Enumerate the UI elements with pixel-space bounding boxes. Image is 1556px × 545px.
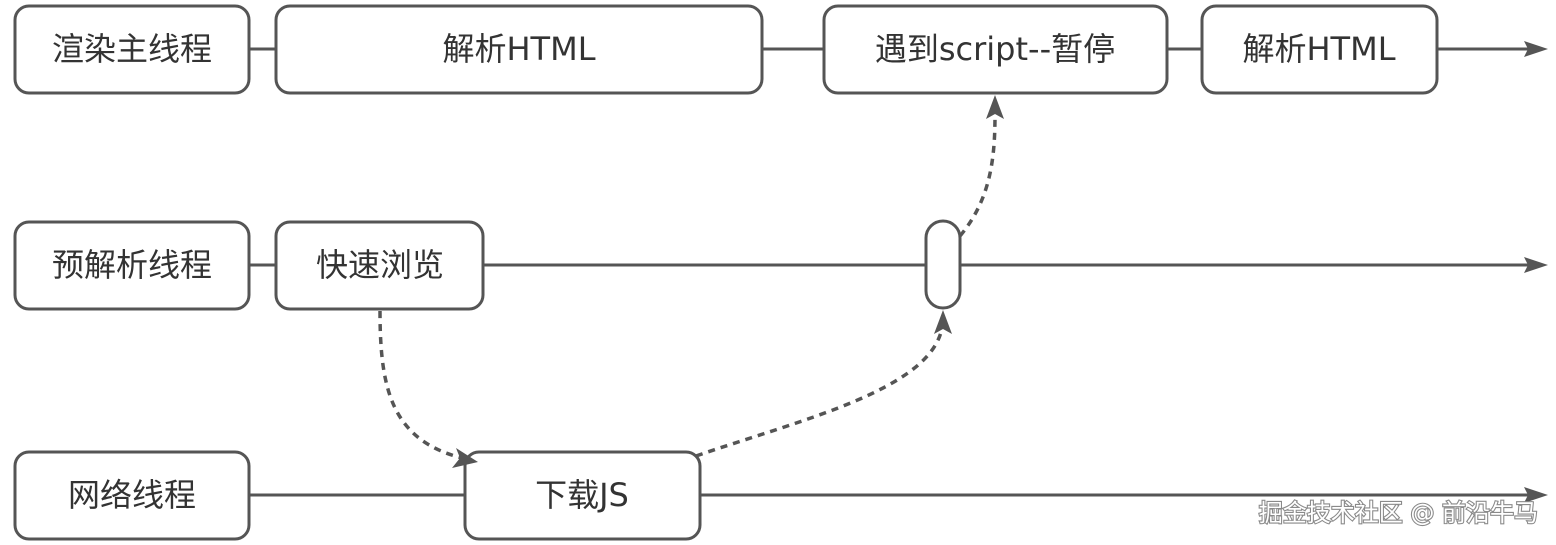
dashed-arrow-marker-to-script-head: [986, 95, 1004, 119]
network-thread-arrow-head: [1524, 487, 1548, 503]
dashed-arrow-scan-to-download-head: [452, 448, 478, 468]
preparse-thread-label-box: 预解析线程: [13, 220, 251, 311]
main-thread-arrow-head: [1524, 41, 1548, 57]
dashed-arrow-download-to-marker: [695, 327, 944, 458]
preparse-thread-arrow-head: [1524, 257, 1548, 273]
network-thread-label-box: 网络线程: [13, 450, 251, 541]
dashed-arrow-marker-to-script: [958, 114, 997, 238]
main-step-parse-html-1: 解析HTML: [274, 4, 764, 95]
network-thread-label: 网络线程: [68, 476, 196, 514]
main-thread-label: 渲染主线程: [52, 30, 212, 68]
main-step-parse-html-1-label: 解析HTML: [442, 30, 595, 68]
dashed-arrow-download-to-marker-head: [934, 310, 952, 334]
network-step-download-js-label: 下载JS: [535, 476, 629, 514]
main-step-parse-html-2: 解析HTML: [1200, 4, 1439, 95]
main-step-script-pause: 遇到script--暂停: [822, 4, 1169, 95]
dashed-arrow-scan-to-download: [378, 310, 463, 460]
main-step-script-pause-label: 遇到script--暂停: [875, 30, 1115, 68]
preparse-sync-marker: [924, 219, 962, 310]
preparse-step-quick-scan: 快速浏览: [274, 220, 485, 311]
network-step-download-js: 下载JS: [463, 450, 702, 541]
preparse-step-quick-scan-label: 快速浏览: [316, 246, 444, 284]
main-step-parse-html-2-label: 解析HTML: [1242, 30, 1395, 68]
preparse-thread-label: 预解析线程: [52, 246, 212, 284]
watermark-text: 掘金技术社区 @ 前沿牛马: [1259, 499, 1538, 527]
main-thread-label-box: 渲染主线程: [13, 4, 251, 95]
